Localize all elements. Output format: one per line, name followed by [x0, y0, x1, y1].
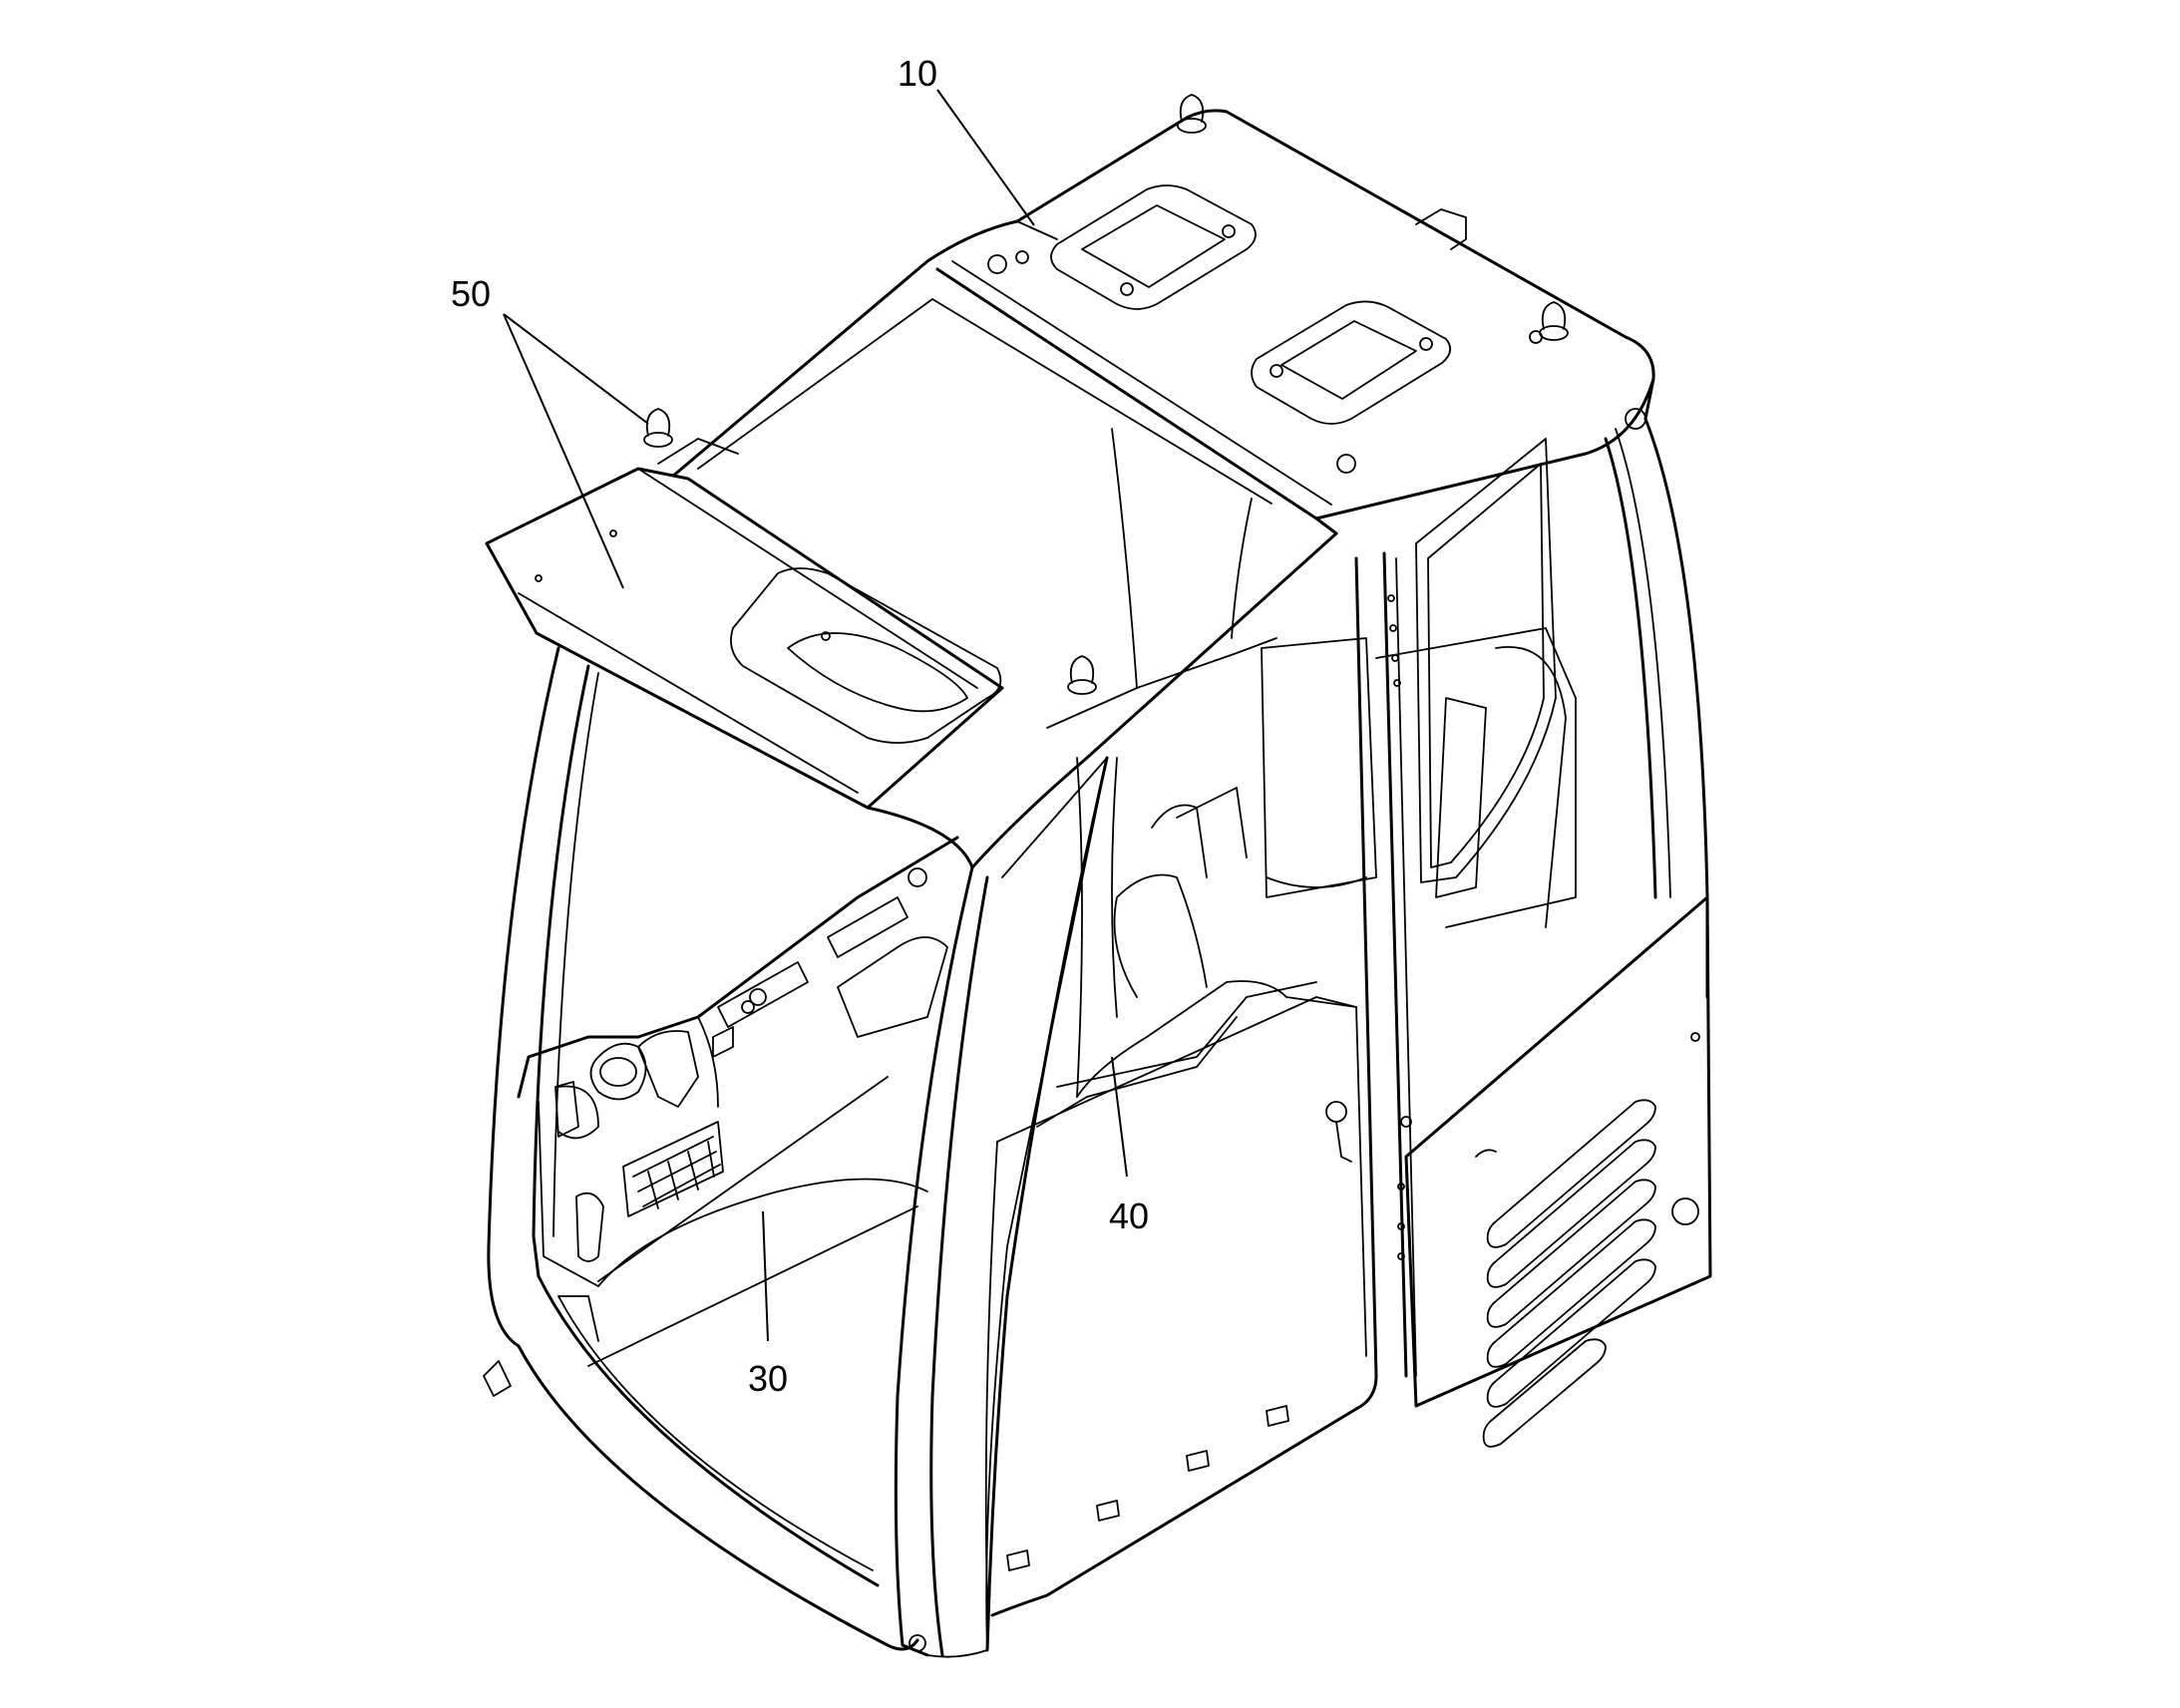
callout-label-roof: 10	[898, 53, 937, 94]
callout-label-sunshade: 50	[451, 273, 491, 314]
floor-console	[984, 428, 1577, 1617]
callout-label-front-left-panel: 30	[748, 1358, 788, 1399]
front-left-panel	[517, 836, 959, 1367]
center-front-pillar	[866, 531, 1338, 1658]
roof-assembly	[644, 94, 1655, 695]
callout-front-left-panel: 30	[748, 1210, 788, 1399]
callout-label-floor-console: 40	[1109, 1196, 1149, 1236]
front-left-pillar	[483, 646, 919, 1651]
callout-sunshade: 50	[451, 273, 649, 589]
callout-roof: 10	[898, 53, 1035, 226]
callout-floor-console: 40	[1109, 1056, 1149, 1236]
sunshade-panel	[485, 408, 1004, 810]
right-side-panel	[1404, 417, 1712, 1448]
